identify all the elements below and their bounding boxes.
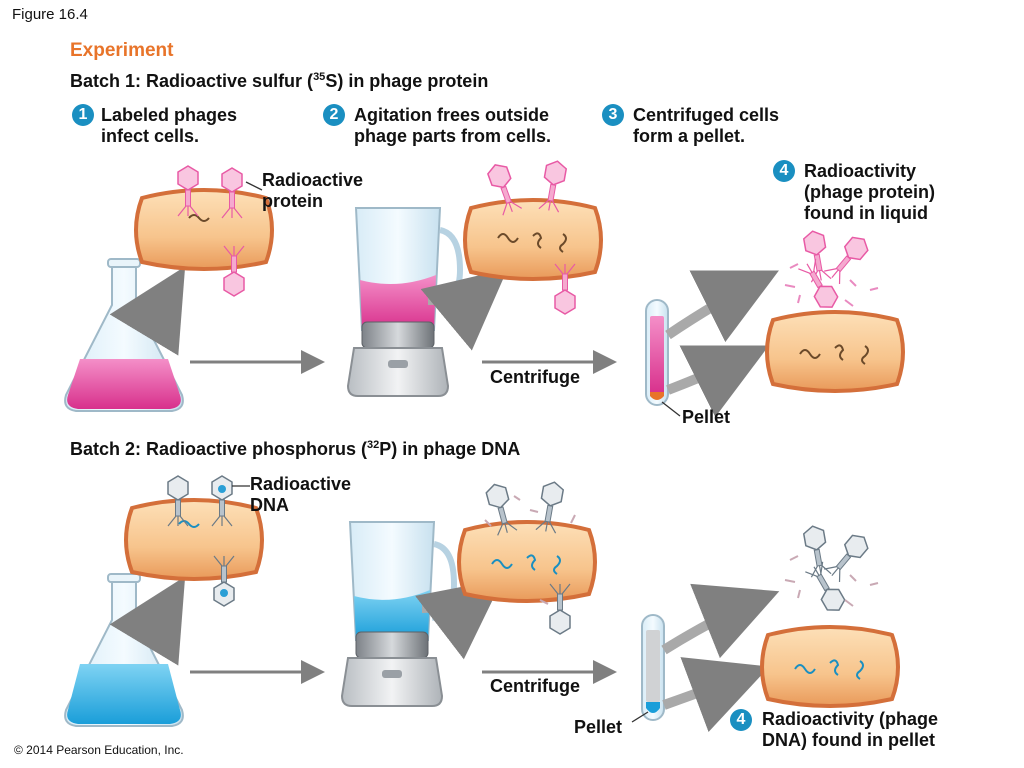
batch2-title: Batch 2: Radioactive phosphorus (32P) in… xyxy=(70,439,520,460)
batch1-liquid-phages xyxy=(784,228,879,313)
step2-badge: 2 xyxy=(323,104,345,126)
step2-text: Agitation frees outside phage parts from… xyxy=(354,105,551,147)
radioactive-protein-pointer xyxy=(245,181,263,191)
batch2-flask xyxy=(64,573,184,727)
step1-text: Labeled phages infect cells. xyxy=(101,105,237,147)
batch2-pellet-pointer xyxy=(631,711,649,723)
batch1-step4-line3: found in liquid xyxy=(804,203,928,223)
batch1-centrifuge-label: Centrifuge xyxy=(490,367,580,387)
radioactive-protein-label: Radioactive protein xyxy=(262,170,363,212)
batch2-pellet-arrow xyxy=(662,657,770,733)
batch2-blender xyxy=(341,521,458,707)
batch2-flask-to-cell-arrow xyxy=(109,576,186,666)
batch2-step4-badge: 4 xyxy=(730,709,752,731)
step1-badge: 1 xyxy=(72,104,94,126)
batch1-agitated-cell xyxy=(463,198,603,281)
batch1-pellet-label: Pellet xyxy=(682,407,731,427)
step2-line1: Agitation frees outside xyxy=(354,105,550,125)
batch2-freed-phages xyxy=(483,479,576,635)
batch2-step4-line2: DNA) found in pellet xyxy=(762,730,935,750)
batch1-blender xyxy=(347,207,464,397)
step1-line2: infect cells. xyxy=(101,126,200,146)
step3-text: Centrifuged cells form a pellet. xyxy=(633,105,779,147)
batch1-step4-line2: (phage protein) xyxy=(804,182,935,202)
batch1-isotope: 35 xyxy=(313,71,326,83)
batch1-flask-to-cell-arrow xyxy=(109,266,186,356)
batch1-pellet-pointer xyxy=(661,401,681,417)
radioactive-protein-line2: protein xyxy=(262,191,323,211)
batch2-liquid-phages xyxy=(784,523,879,616)
batch2-title-post: P) in phage DNA xyxy=(379,439,521,459)
batch2-pellet-label: Pellet xyxy=(574,717,623,737)
step3-badge: 3 xyxy=(602,104,624,126)
figure-label: Figure 16.4 xyxy=(12,6,88,23)
batch2-title-pre: Batch 2: Radioactive phosphorus ( xyxy=(70,439,368,459)
step2-line2: phage parts from cells. xyxy=(354,126,552,146)
batch1-title: Batch 1: Radioactive sulfur (35S) in pha… xyxy=(70,71,488,92)
batch2-liquid-arrow xyxy=(661,583,780,659)
step3-line1: Centrifuged cells xyxy=(633,105,780,125)
radioactive-dna-line1: Radioactive xyxy=(250,474,352,494)
batch1-flask xyxy=(64,258,184,412)
radioactive-dna-label: Radioactive DNA xyxy=(250,474,351,516)
batch2-attached-phages xyxy=(167,475,235,607)
copyright: © 2014 Pearson Education, Inc. xyxy=(14,743,184,757)
step1-line1: Labeled phages xyxy=(101,105,238,125)
batch1-pellet-arrow xyxy=(666,345,769,418)
batch1-infected-cell xyxy=(134,188,274,271)
batch2-centrifuge-label: Centrifuge xyxy=(490,676,580,696)
batch1-liquid-arrow xyxy=(665,270,779,343)
batch1-pellet-cell xyxy=(765,310,905,393)
batch1-centrifuge-tube xyxy=(645,299,669,406)
radioactive-dna-line2: DNA xyxy=(250,495,289,515)
step3-line2: form a pellet. xyxy=(633,126,746,146)
experiment-title: Experiment xyxy=(70,40,174,61)
batch2-infected-cell xyxy=(124,498,264,581)
batch1-step4-text: Radioactivity (phage protein) found in l… xyxy=(804,161,935,224)
batch1-blender-to-cell-arrow xyxy=(420,268,508,351)
batch2-pellet-cell xyxy=(760,625,900,708)
batch2-step4-line1: Radioactivity (phage xyxy=(762,709,939,729)
radioactive-protein-line1: Radioactive xyxy=(262,170,364,190)
batch2-centrifuge-tube xyxy=(641,614,665,721)
batch1-title-post: S) in phage protein xyxy=(325,71,489,91)
batch2-isotope: 32 xyxy=(367,439,380,451)
batch1-title-pre: Batch 1: Radioactive sulfur ( xyxy=(70,71,314,91)
batch1-step4-badge: 4 xyxy=(773,160,795,182)
batch2-step4-text: Radioactivity (phage DNA) found in pelle… xyxy=(762,709,938,751)
batch2-agitated-cell xyxy=(457,520,597,603)
batch1-step4-line1: Radioactivity xyxy=(804,161,917,181)
